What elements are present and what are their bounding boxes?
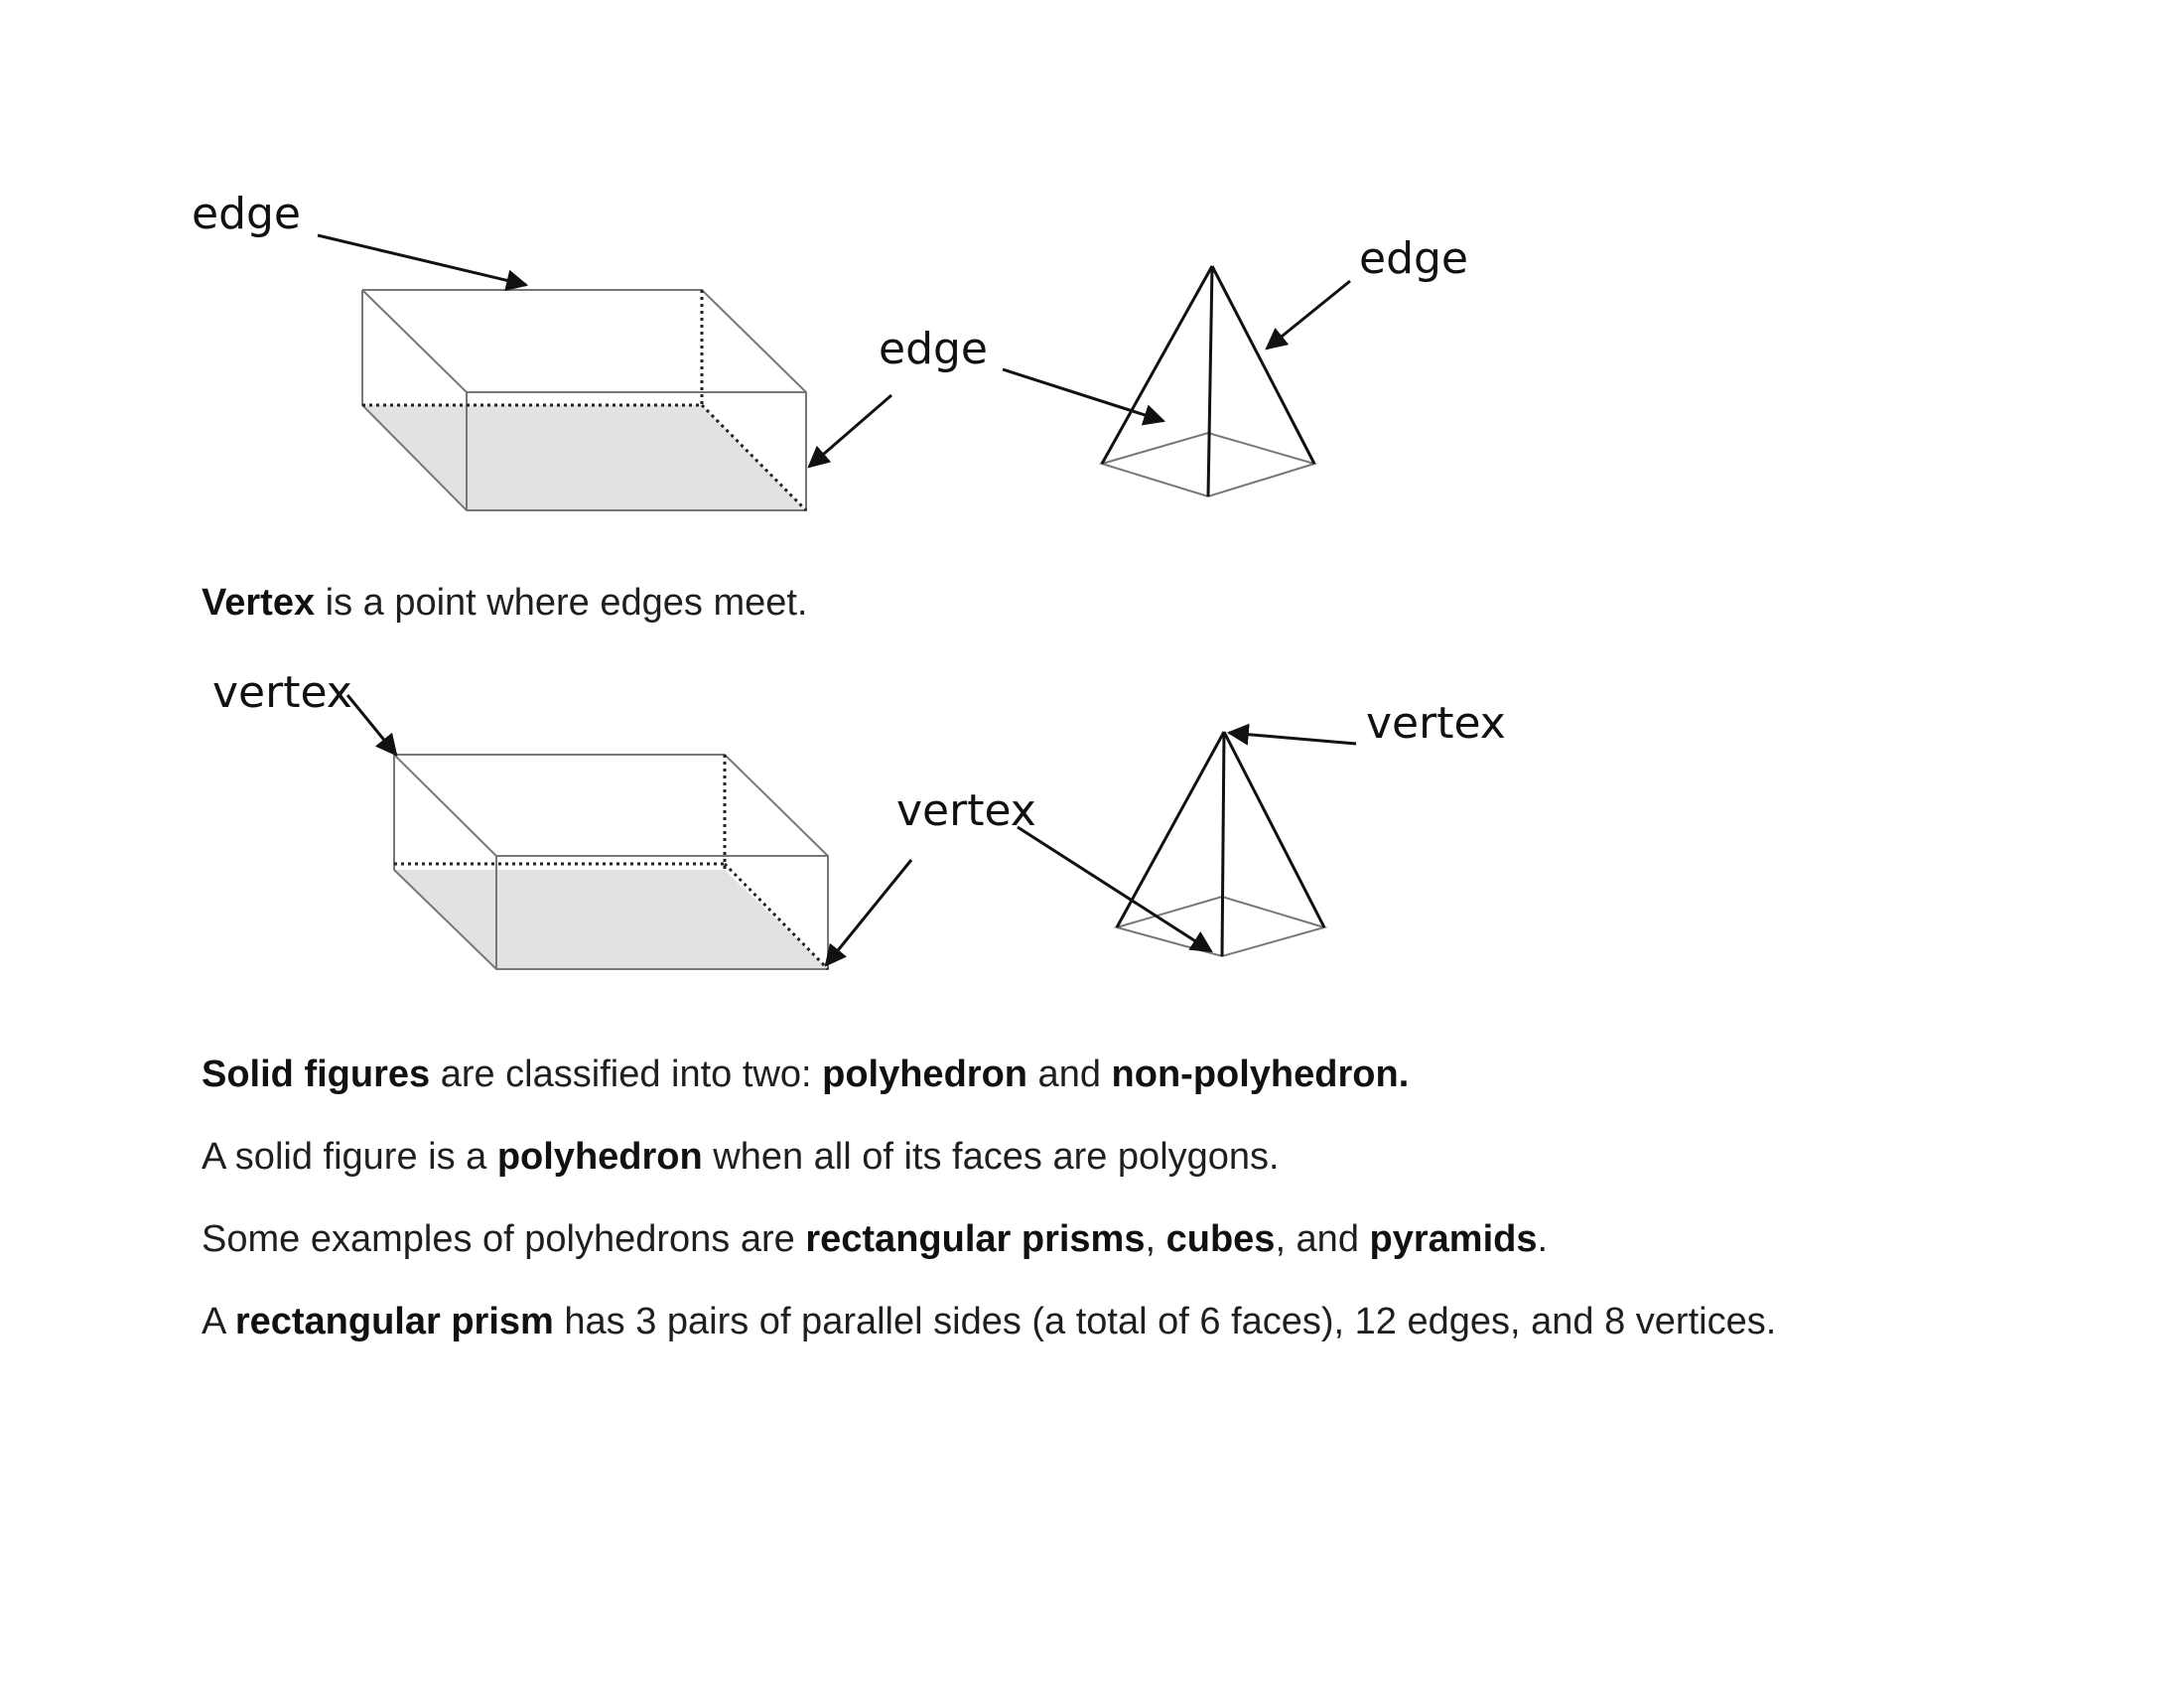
vertex-definition: Vertex is a point where edges meet. [202, 581, 808, 625]
vertex-label: vertex [896, 785, 1036, 836]
term-rectangular-prism: rectangular prism [234, 1301, 554, 1342]
vertex-arrow [1226, 723, 1357, 746]
text-span: A [202, 1301, 235, 1342]
edge-label: edge [1359, 233, 1468, 284]
text-span: . [1537, 1218, 1549, 1260]
term-polyhedron: polyhedron [496, 1136, 703, 1178]
vertex-arrow [824, 859, 913, 967]
pyramid-figure [1113, 731, 1328, 958]
polyhedron-paragraph: A solid figure is a polyhedron when all … [202, 1135, 1280, 1179]
edge-label: edge [192, 189, 301, 239]
edge-arrow [1002, 367, 1166, 426]
rectangular-prism-figure [393, 754, 830, 971]
rectangular-prism-paragraph: A rectangular prism has 3 pairs of paral… [202, 1300, 1776, 1343]
text-span: has 3 pairs of parallel sides (a total o… [553, 1301, 1777, 1342]
pyramid-figure [1098, 265, 1318, 498]
term-solid-figures: Solid figures [202, 1054, 431, 1095]
vertices-diagram: vertex vertex vertex [212, 667, 1506, 971]
text-span: and [1027, 1054, 1112, 1095]
term-polyhedron: polyhedron [822, 1054, 1027, 1095]
text-span: , [1145, 1218, 1166, 1260]
solid-figures-paragraph: Solid figures are classified into two: p… [202, 1053, 1409, 1096]
vertex-arrow [1017, 825, 1213, 953]
text-span: A solid figure is a [202, 1136, 497, 1178]
vertex-label: vertex [1366, 698, 1506, 749]
rectangular-prism-figure [361, 289, 808, 512]
text-span: , and [1275, 1218, 1370, 1260]
vertex-definition-text: is a point where edges meet. [315, 582, 808, 624]
examples-paragraph: Some examples of polyhedrons are rectang… [202, 1217, 1548, 1261]
vertex-term: Vertex [202, 582, 316, 624]
edge-arrow [1265, 279, 1351, 351]
vertex-arrow [345, 694, 398, 757]
vertex-label: vertex [212, 667, 352, 718]
term-pyramids: pyramids [1369, 1218, 1538, 1260]
edge-label: edge [879, 324, 988, 374]
text-span: are classified into two: [430, 1054, 823, 1095]
edges-diagram: edge edge edge [192, 189, 1468, 512]
term-cubes: cubes [1165, 1218, 1276, 1260]
text-span: when all of its faces are polygons. [702, 1136, 1280, 1178]
text-span: Some examples of polyhedrons are [202, 1218, 806, 1260]
edge-arrow [317, 233, 529, 292]
term-rectangular-prisms: rectangular prisms [805, 1218, 1146, 1260]
edge-arrow [807, 393, 892, 469]
term-non-polyhedron: non-polyhedron. [1111, 1054, 1410, 1095]
